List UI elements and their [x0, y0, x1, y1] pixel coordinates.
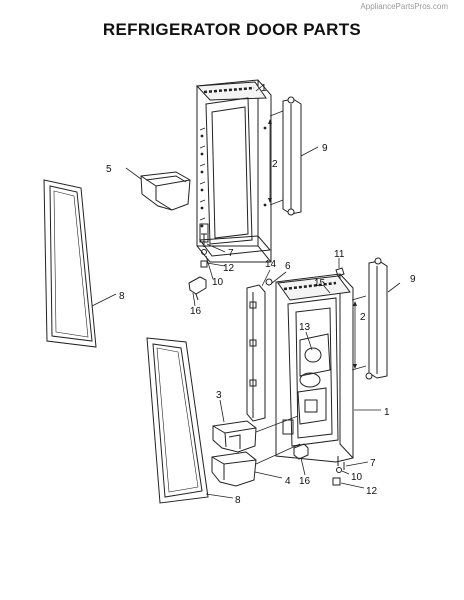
- callout-2-right: 2: [360, 312, 366, 323]
- gasket-left: [43, 179, 97, 348]
- callout-10-right: 10: [351, 472, 363, 483]
- callout-12-right: 12: [366, 486, 378, 497]
- callout-9: 9: [322, 143, 328, 154]
- gasket-right: [146, 337, 209, 504]
- callout-16: 16: [190, 306, 202, 317]
- callout-14: 14: [265, 259, 277, 270]
- callout-1: 1: [261, 83, 267, 94]
- callout-13: 13: [299, 322, 311, 333]
- door-trim-strip: [246, 278, 273, 422]
- callout-9-right: 9: [410, 274, 416, 285]
- door-bin-top-left: [140, 171, 191, 211]
- callout-15: 15: [314, 278, 326, 289]
- callout-8-right: 8: [235, 495, 241, 506]
- callout-11: 11: [334, 249, 345, 260]
- page-title: REFRIGERATOR DOOR PARTS: [102, 20, 362, 39]
- watermark: AppliancePartsPros.com: [360, 2, 448, 11]
- door-handle-top: [282, 96, 302, 216]
- callout-8: 8: [119, 291, 125, 302]
- door-handle-right: [365, 257, 388, 380]
- hinge-bracket-right: [293, 443, 309, 460]
- hinge-hardware-right: [332, 456, 345, 486]
- right-door-assembly: [275, 273, 354, 463]
- hinge-hardware-left: [200, 233, 208, 268]
- callout-16-right: 16: [299, 476, 311, 487]
- callout-1-right: 1: [384, 407, 390, 418]
- door-bin-bottom: [211, 451, 257, 487]
- door-bin-middle: [212, 420, 257, 453]
- callout-7-right: 7: [370, 458, 376, 469]
- callout-2: 2: [272, 159, 278, 170]
- callout-6: 6: [285, 261, 291, 272]
- hinge-bracket-left: [188, 276, 207, 301]
- callout-4: 4: [285, 476, 291, 487]
- callout-3: 3: [216, 390, 222, 401]
- callout-10: 10: [212, 277, 224, 288]
- callout-7: 7: [228, 248, 234, 259]
- left-door-assembly: [195, 79, 272, 263]
- callout-5: 5: [106, 164, 112, 175]
- callout-12: 12: [223, 263, 235, 274]
